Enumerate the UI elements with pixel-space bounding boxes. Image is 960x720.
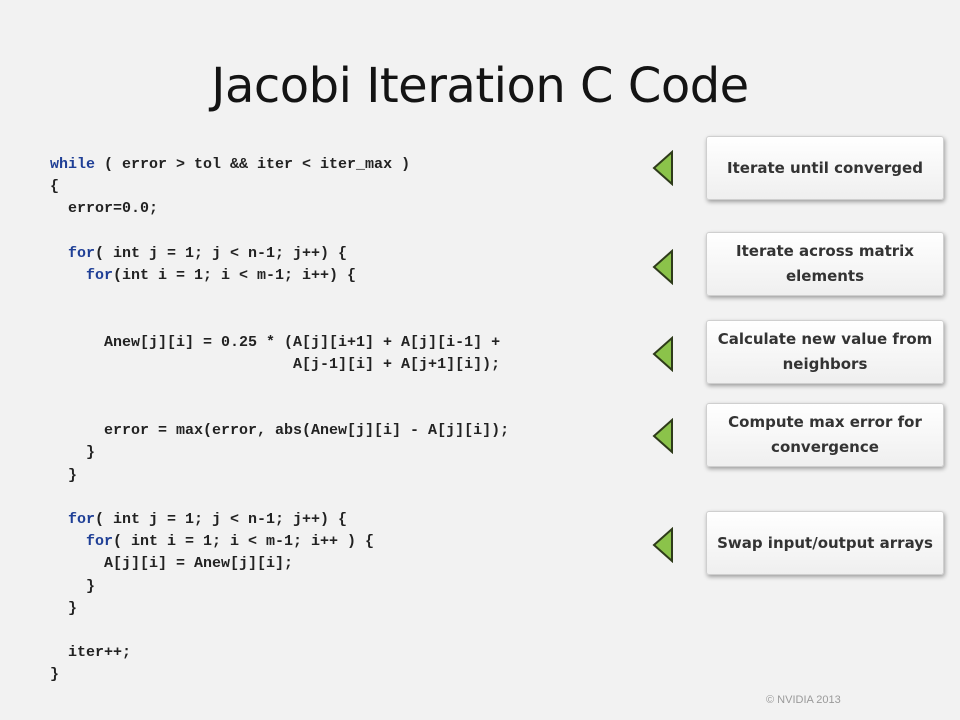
code-text: }	[50, 599, 78, 617]
code-text: }	[50, 466, 78, 484]
code-line: }	[50, 465, 509, 487]
code-block: while ( error > tol && iter < iter_max )…	[50, 154, 509, 687]
code-line	[50, 376, 509, 398]
code-line: iter++;	[50, 642, 509, 664]
code-text: error=0.0;	[50, 200, 159, 218]
code-line: }	[50, 442, 509, 464]
callout-swap-arrays: Swap input/output arrays	[706, 511, 944, 575]
code-keyword: for	[50, 511, 96, 528]
code-text: Anew[j][i] = 0.25 * (A[j][i+1] + A[j][i-…	[50, 333, 501, 351]
copyright-footer: © NVIDIA 2013	[766, 694, 841, 706]
left-arrow-icon	[652, 150, 673, 186]
code-line: }	[50, 598, 509, 620]
left-arrow-icon	[652, 527, 673, 563]
code-line: for( int j = 1; j < n-1; j++) {	[50, 509, 509, 531]
code-line: A[j][i] = Anew[j][i];	[50, 553, 509, 575]
code-keyword: while	[50, 156, 96, 173]
code-line	[50, 309, 509, 331]
code-text: (int i = 1; i < m-1; i++) {	[113, 266, 357, 284]
code-text: A[j][i] = Anew[j][i];	[50, 555, 294, 573]
code-line: for( int j = 1; j < n-1; j++) {	[50, 243, 509, 265]
code-line	[50, 287, 509, 309]
code-text: ( int i = 1; i < m-1; i++ ) {	[113, 533, 375, 551]
code-line: {	[50, 176, 509, 198]
code-line: }	[50, 576, 509, 598]
code-line: while ( error > tol && iter < iter_max )	[50, 154, 509, 176]
code-keyword: for	[50, 533, 114, 551]
code-text: ( int j = 1; j < n-1; j++) {	[95, 244, 348, 262]
code-keyword: for	[50, 244, 96, 262]
callout-iterate-until-converged: Iterate until converged	[706, 136, 944, 200]
left-arrow-icon	[652, 249, 673, 285]
code-line: Anew[j][i] = 0.25 * (A[j][i+1] + A[j][i-…	[50, 332, 509, 354]
left-arrow-icon	[652, 418, 673, 454]
code-text: }	[50, 577, 96, 595]
code-text: A[j-1][i] + A[j+1][i]);	[50, 355, 501, 373]
code-keyword: for	[50, 266, 114, 284]
code-text: error = max(error, abs(Anew[j][i] - A[j]…	[50, 422, 510, 440]
code-text: ( int j = 1; j < n-1; j++) {	[95, 511, 348, 528]
code-text: iter++;	[50, 644, 132, 662]
code-line: error = max(error, abs(Anew[j][i] - A[j]…	[50, 420, 509, 442]
code-line: }	[50, 664, 509, 686]
code-line	[50, 620, 509, 642]
code-line: for(int i = 1; i < m-1; i++) {	[50, 265, 509, 287]
callout-compute-max-error: Compute max error for convergence	[706, 403, 944, 467]
callout-iterate-matrix-elements: Iterate across matrix elements	[706, 232, 944, 296]
left-arrow-icon	[652, 336, 673, 372]
code-text: }	[50, 666, 60, 684]
code-line: for( int i = 1; i < m-1; i++ ) {	[50, 531, 509, 553]
code-text: }	[50, 444, 96, 462]
code-line	[50, 487, 509, 509]
code-line	[50, 221, 509, 243]
code-line: error=0.0;	[50, 198, 509, 220]
code-line	[50, 398, 509, 420]
code-line: A[j-1][i] + A[j+1][i]);	[50, 354, 509, 376]
slide-title: Jacobi Iteration C Code	[211, 58, 749, 114]
code-text: ( error > tol && iter < iter_max )	[95, 156, 411, 173]
code-text: {	[50, 178, 60, 196]
callout-calculate-new-value: Calculate new value from neighbors	[706, 320, 944, 384]
